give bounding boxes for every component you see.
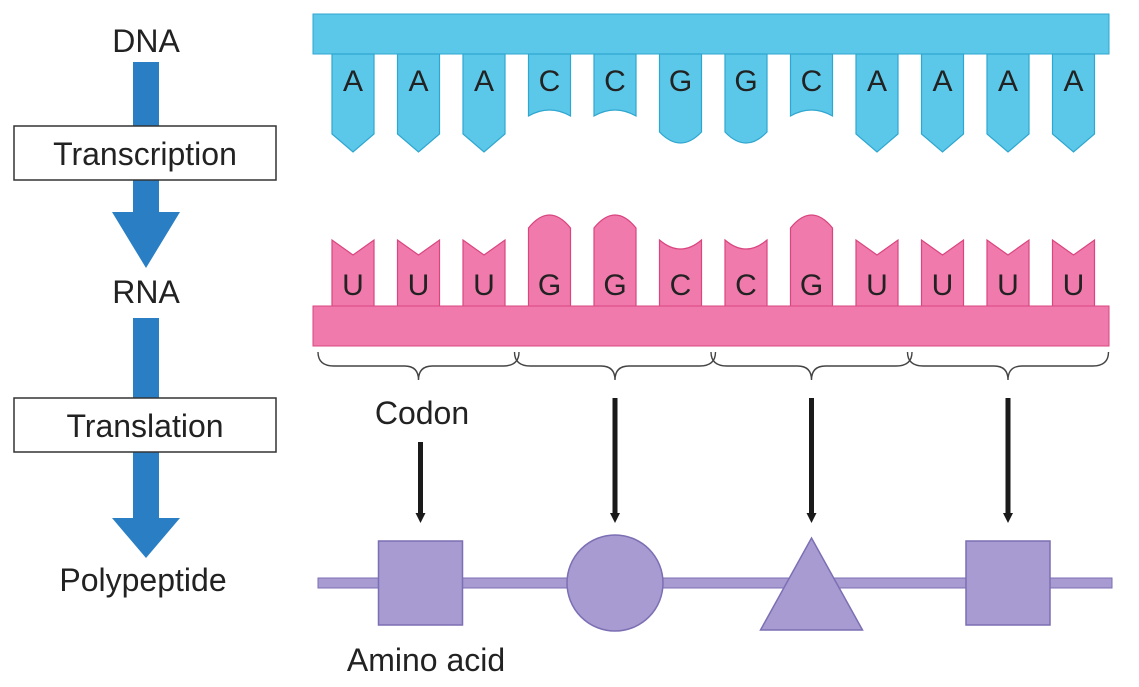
translation-box: Translation (13, 397, 277, 453)
rna-base-letter: U (866, 269, 888, 302)
codon-braces (317, 351, 1110, 381)
rna-base-letter: U (932, 269, 954, 302)
dna-label: DNA (112, 23, 180, 59)
amino-acids (377, 534, 1051, 632)
dna-base-letter: C (539, 65, 561, 98)
dna-base-letter: A (474, 65, 494, 98)
dna-base-shape (1051, 53, 1096, 153)
rna-base-letter: C (735, 269, 757, 302)
codon-brace (317, 351, 520, 381)
flow-arrowhead-rna (112, 212, 180, 268)
dna-base-shape (658, 53, 703, 144)
amino-acid-label: Amino acid (347, 642, 505, 678)
polypeptide-backbone (317, 577, 1113, 589)
amino-acid-triangle (759, 536, 864, 631)
dna-base-shape (527, 53, 572, 118)
codon-arrows (415, 398, 1013, 523)
dna-base-shape (593, 53, 637, 118)
dna-base-shape (331, 53, 375, 153)
translation-label: Translation (66, 408, 223, 444)
rna-base-letter: G (603, 269, 626, 302)
dna-base-letter: G (669, 65, 692, 98)
dna-base-letter: C (801, 65, 823, 98)
rna-base-letter: U (408, 269, 430, 302)
dna-base-letter: A (932, 65, 952, 98)
dna-base-shape (462, 53, 506, 153)
dna-base-shape (396, 53, 441, 153)
rna-base-letter: U (1063, 269, 1085, 302)
dna-base-letter: G (734, 65, 757, 98)
dna-base-letter: C (604, 65, 626, 98)
transcription-label: Transcription (53, 136, 237, 172)
dna-base-letter: A (998, 65, 1018, 98)
rna-base-letter: U (342, 269, 364, 302)
flow-arrowhead-polypeptide (112, 518, 180, 558)
dna-base-letter: A (343, 65, 363, 98)
amino-acid-square (377, 540, 464, 626)
codon-brace (906, 351, 1110, 381)
rna-base-shape (658, 238, 703, 311)
rna-base-letter: U (473, 269, 495, 302)
dna-base-letter: A (408, 65, 428, 98)
amino-acid-square (965, 540, 1051, 626)
dna-base-shape (920, 53, 965, 153)
rna-base-letter: G (800, 269, 823, 302)
rna-base-shape (724, 238, 768, 311)
rna-label: RNA (112, 274, 180, 310)
polypeptide-chain (317, 534, 1113, 632)
codon-brace (710, 351, 913, 381)
codon-brace (513, 351, 717, 381)
rna-backbone (312, 305, 1110, 347)
rna-base-letter: U (997, 269, 1019, 302)
dna-base-shape (789, 53, 834, 118)
dna-base-shape (724, 53, 768, 144)
transcription-box: Transcription (13, 125, 277, 181)
rna-base-shape (527, 214, 572, 311)
dna-backbone (312, 13, 1110, 55)
polypeptide-label: Polypeptide (59, 562, 226, 598)
rna-base-shape (789, 214, 834, 311)
rna-base-shape (593, 214, 637, 311)
dna-base-letter: A (1063, 65, 1083, 98)
codon-label: Codon (375, 395, 469, 431)
rna-base-letter: C (670, 269, 692, 302)
rna-base-letter: G (538, 269, 561, 302)
dna-base-shape (855, 53, 899, 153)
amino-acid-circle (566, 534, 664, 632)
dna-base-letter: A (867, 65, 887, 98)
dna-base-shape (986, 53, 1030, 153)
